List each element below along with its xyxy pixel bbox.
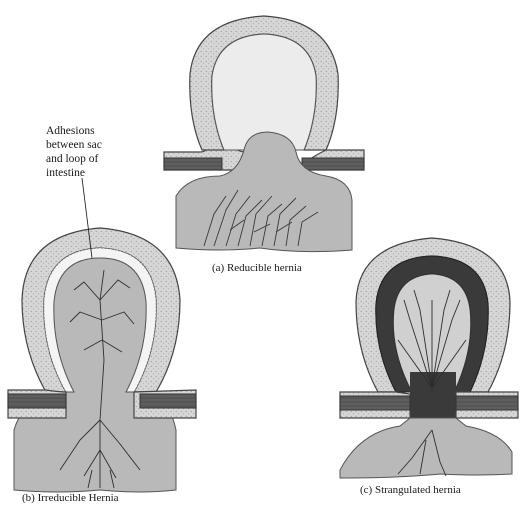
muscle-band-left-c: [340, 396, 410, 410]
muscle-band-left-a: [164, 158, 222, 170]
figure-a-reducible: [164, 16, 364, 252]
adhesions-annotation: Adhesions between sac and loop of intest…: [46, 124, 102, 180]
muscle-band-right-b: [140, 394, 196, 408]
muscle-band-right-a: [302, 158, 364, 170]
figure-c-strangulated: [340, 238, 518, 478]
muscle-band-right-c: [456, 396, 518, 410]
figure-b-irreducible: [8, 178, 196, 492]
annotation-line-1: Adhesions: [46, 124, 102, 138]
annotation-line-4: intestine: [46, 166, 102, 180]
annotation-line-2: between sac: [46, 138, 102, 152]
caption-irreducible-hernia: (b) Irreducible Hernia: [22, 492, 119, 504]
caption-strangulated-hernia: (c) Strangulated hernia: [360, 484, 461, 496]
intestine-c: [340, 418, 512, 478]
muscle-band-left-b: [8, 394, 66, 408]
annotation-line-3: and loop of: [46, 152, 102, 166]
caption-reducible-hernia: (a) Reducible hernia: [212, 262, 302, 274]
